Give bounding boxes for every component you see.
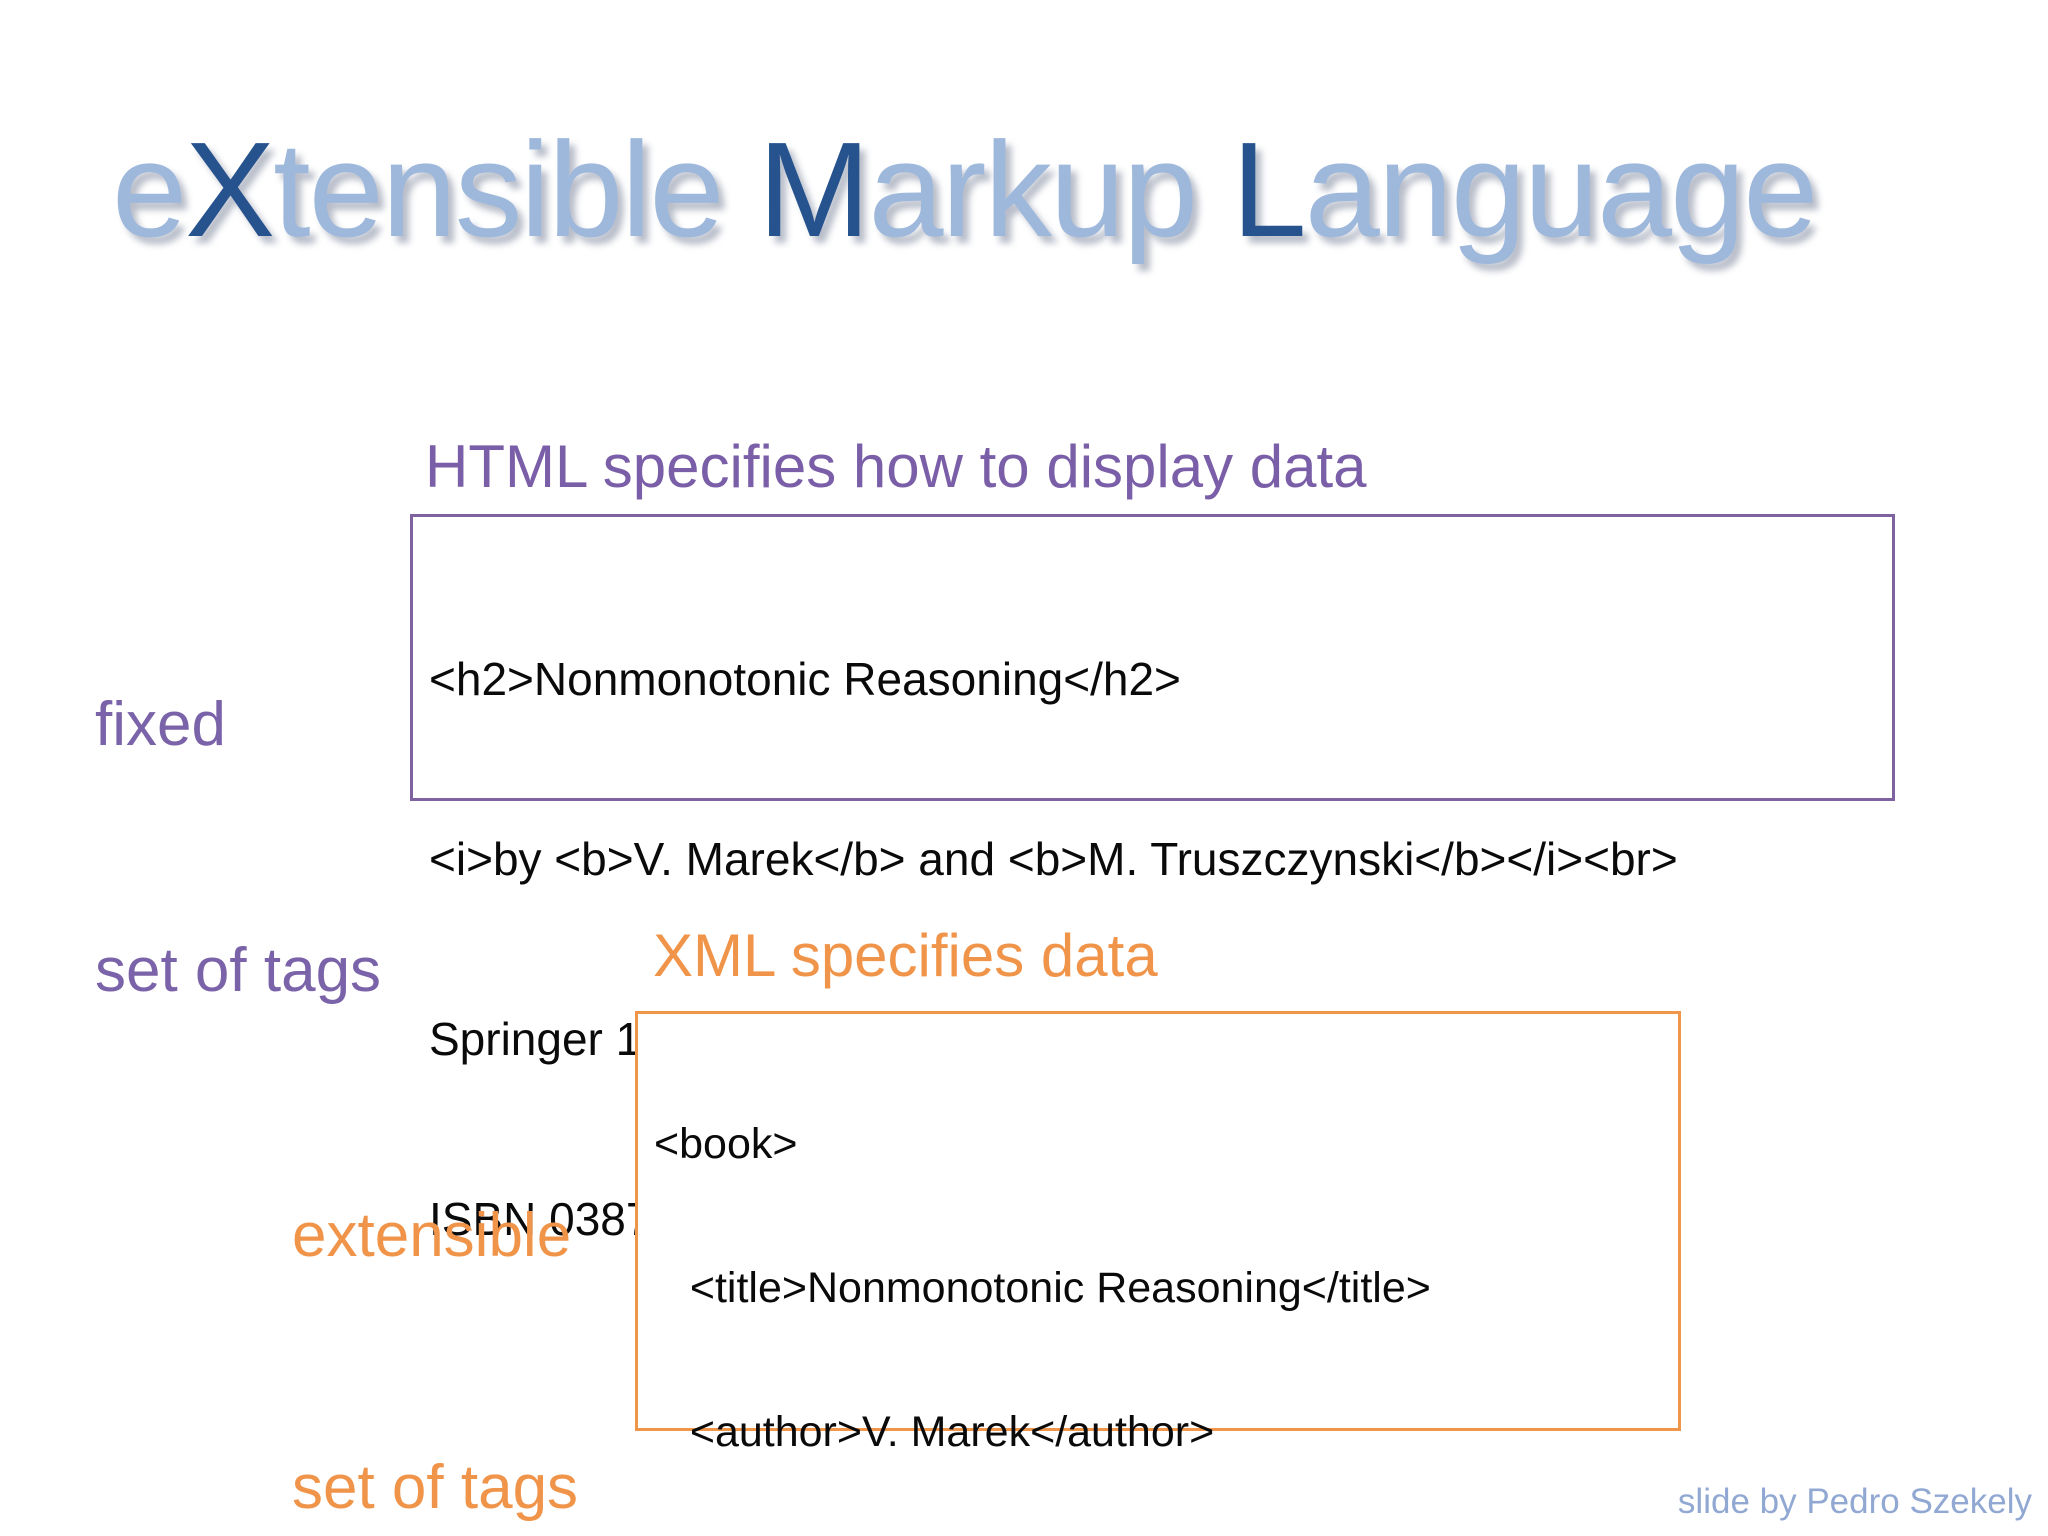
title-segment-dark: M [757, 114, 870, 265]
xml-side-label-line: set of tags [292, 1453, 579, 1522]
xml-side-label: extensible set of tags [292, 1026, 578, 1536]
xml-code-line: <book> [654, 1120, 798, 1168]
slide-credit: slide by Pedro Szekely [1677, 1482, 2032, 1521]
xml-section-heading: XML specifies data [653, 922, 1158, 989]
html-code-line: <i>by <b>V. Marek</b> and <b>M. Truszczy… [429, 833, 1678, 885]
title-segment-light: tensible [273, 114, 758, 265]
slide-title: eXtensible Markup Language [112, 122, 1818, 257]
title-segment-dark: X [185, 114, 275, 265]
xml-code-box: <book> <title>Nonmonotonic Reasoning</ti… [635, 1011, 1681, 1456]
title-segment-dark: L [1231, 114, 1307, 265]
html-code-box: <h2>Nonmonotonic Reasoning</h2> <i>by <b… [410, 514, 1895, 1245]
title-segment-light: anguage [1304, 114, 1819, 265]
html-side-label-line: set of tags [95, 936, 382, 1005]
html-code-line: <h2>Nonmonotonic Reasoning</h2> [429, 653, 1181, 705]
html-side-label-line: fixed [95, 690, 226, 759]
title-segment-light: arkup [868, 114, 1232, 265]
xml-side-label-line: extensible [292, 1201, 572, 1270]
title-segment-light: e [112, 114, 187, 265]
html-section-heading: HTML specifies how to display data [425, 433, 1367, 500]
xml-code-line: <title>Nonmonotonic Reasoning</title> [654, 1264, 1431, 1312]
html-side-label: fixed set of tags [95, 520, 381, 1176]
xml-code-line: <author>V. Marek</author> [654, 1408, 1215, 1456]
